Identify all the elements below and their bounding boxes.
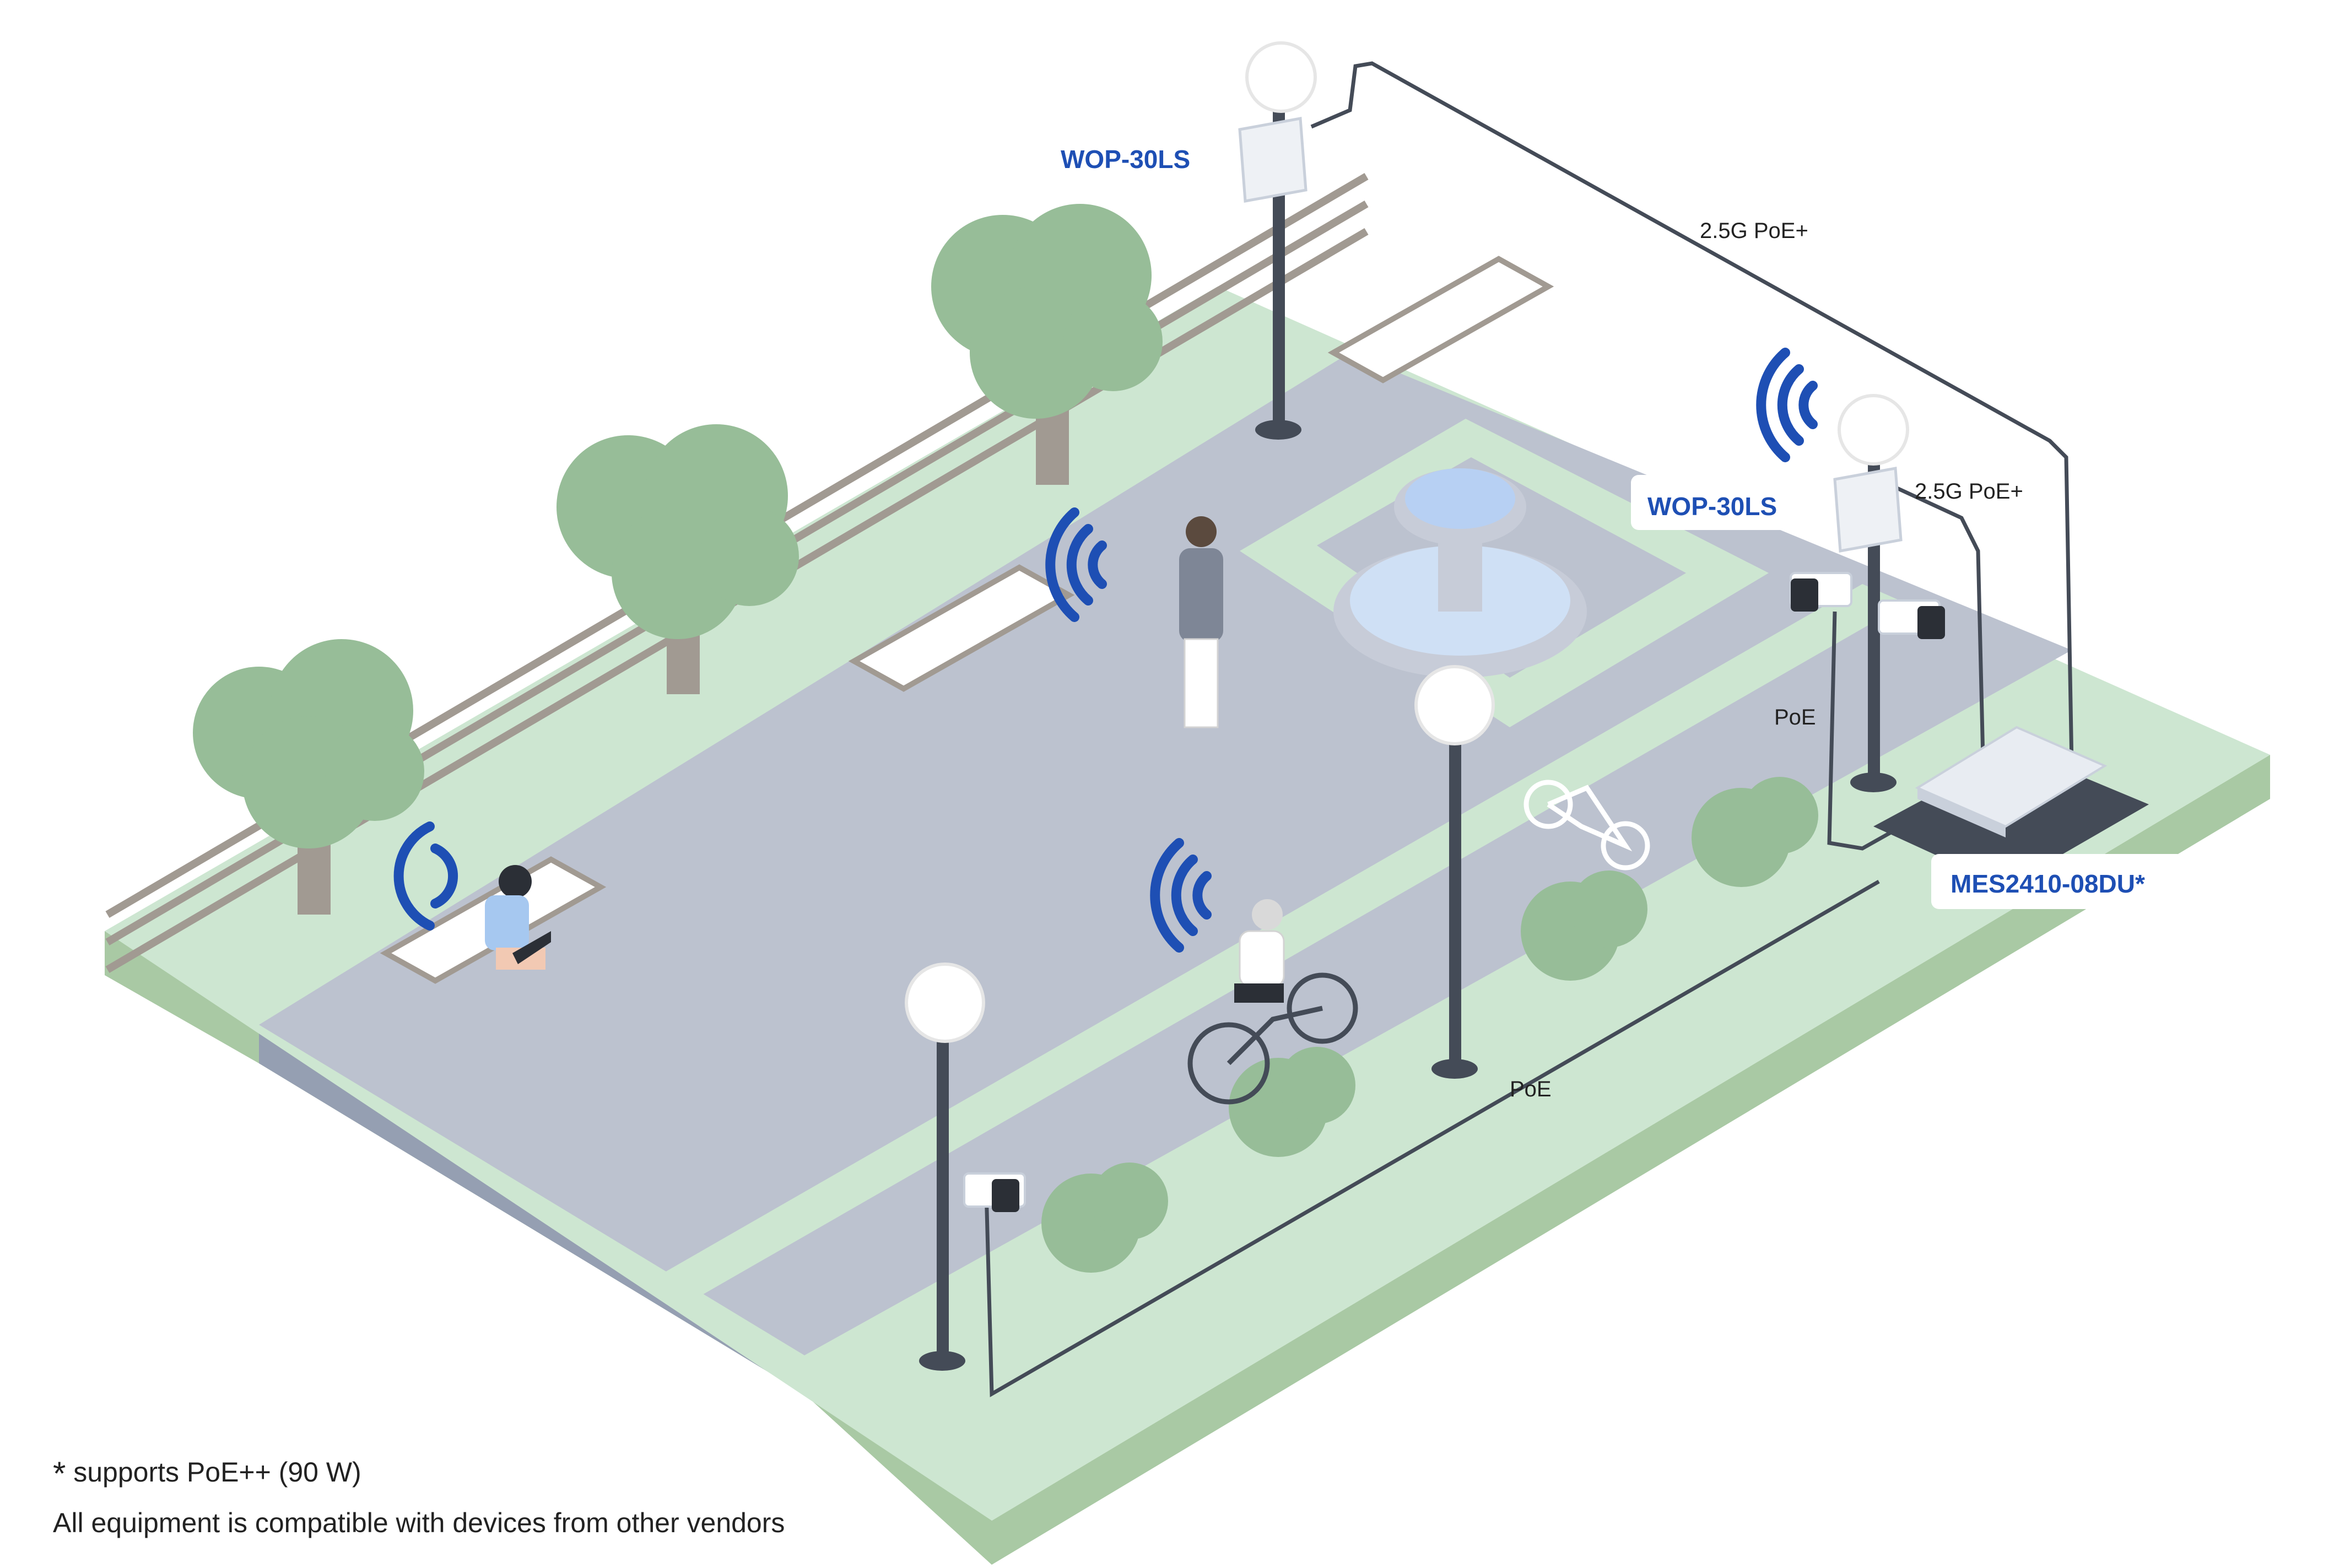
person-standing bbox=[1179, 516, 1223, 728]
label-link-right: 2.5G PoE+ bbox=[1915, 479, 2023, 504]
fountain-icon bbox=[1333, 468, 1587, 678]
cyclist bbox=[1187, 899, 1358, 1105]
tree-icon bbox=[931, 204, 1163, 485]
footnote-compat: All equipment is compatible with devices… bbox=[53, 1507, 785, 1538]
footnote-star: * bbox=[53, 1455, 66, 1492]
wifi-icon bbox=[393, 821, 458, 931]
person-on-bench bbox=[485, 865, 551, 970]
street-lamp-icon bbox=[1414, 665, 1495, 1079]
wifi-icon bbox=[1045, 507, 1107, 622]
tree-icon bbox=[557, 424, 799, 694]
label-ap-right: WOP-30LS bbox=[1647, 492, 1777, 521]
wifi-icon bbox=[1150, 838, 1212, 953]
label-poe-camera-right: PoE bbox=[1774, 705, 1816, 729]
access-point-top bbox=[1238, 117, 1308, 203]
street-lamp-icon bbox=[905, 963, 985, 1371]
camera-icon bbox=[963, 1172, 1026, 1212]
wifi-icon bbox=[1756, 348, 1818, 462]
switch-icon bbox=[1873, 726, 2149, 887]
label-badge-ap-right bbox=[1631, 475, 1807, 530]
label-switch: MES2410-08DU* bbox=[1951, 869, 2145, 898]
label-poe-camera-left: PoE bbox=[1510, 1077, 1552, 1101]
bicycle-icon bbox=[1523, 780, 1650, 870]
camera-icon bbox=[1790, 572, 1852, 612]
camera-icon bbox=[1878, 599, 1945, 639]
footnote-poe: * supports PoE++ (90 W) bbox=[53, 1455, 361, 1493]
access-point-right bbox=[1833, 467, 1903, 553]
label-badge-switch bbox=[1931, 854, 2185, 909]
footnote-poe-text: supports PoE++ (90 W) bbox=[66, 1457, 361, 1488]
label-ap-top: WOP-30LS bbox=[1061, 145, 1190, 174]
label-link-top: 2.5G PoE+ bbox=[1700, 219, 1808, 243]
tree-icon bbox=[193, 639, 424, 915]
bush bbox=[1041, 777, 1818, 1273]
